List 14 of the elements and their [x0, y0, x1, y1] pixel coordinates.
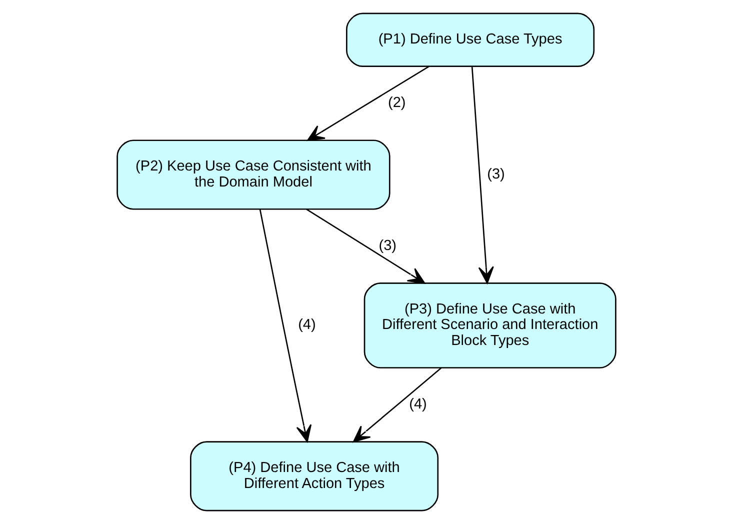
arrow	[306, 208, 425, 284]
edge-label: (4)	[298, 317, 316, 334]
node-box: (P2) Keep Use Case Consistent with the Domain Model	[116, 140, 390, 210]
edge-label: (3)	[378, 238, 396, 254]
edge-label: (3)	[486, 166, 504, 182]
arrow	[470, 66, 494, 284]
edge-label: (2)	[387, 95, 406, 112]
arrow	[306, 66, 429, 141]
arrow	[352, 368, 442, 442]
node-box: (P3) Define Use Case with Different Scenario and Interaction Block Types	[363, 282, 616, 368]
node-box: (P1) Define Use Case Types	[346, 12, 594, 67]
node-box: (P4) Define Use Case with Different Action Types	[190, 441, 438, 512]
arrow	[258, 209, 312, 442]
edge-label: (4)	[408, 396, 426, 412]
